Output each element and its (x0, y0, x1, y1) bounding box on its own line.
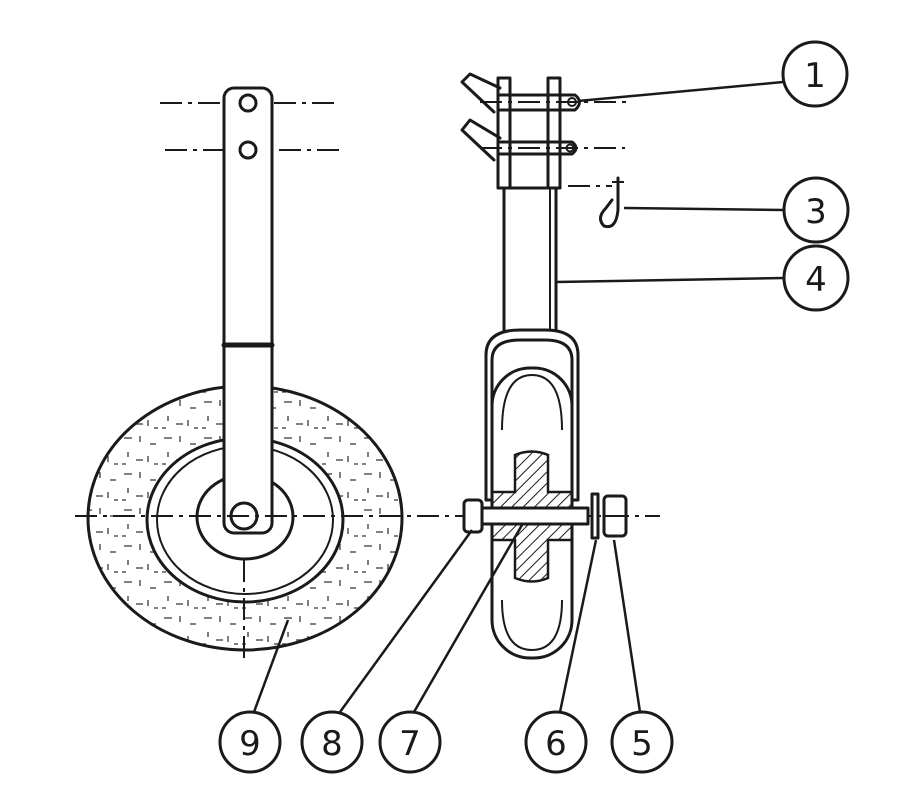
leader-8 (338, 529, 474, 713)
wheel-front-rim-bottom (501, 599, 563, 652)
wheel-arm (222, 86, 274, 535)
front-view (460, 72, 630, 660)
axle-bolt (478, 506, 590, 526)
vertical-tube-4 (502, 186, 558, 340)
mounting-tab-lower (460, 118, 502, 162)
callouts: 1 3 4 5 6 7 8 9 (218, 40, 850, 774)
leader-6 (558, 539, 598, 713)
callout-4-label: 4 (805, 260, 827, 300)
washer-6 (590, 492, 600, 540)
leader-3 (623, 206, 785, 212)
wheel-front-rim-top (501, 373, 563, 431)
leader-lines (252, 80, 785, 713)
arm-hole-lower (238, 140, 258, 160)
callout-5-label: 5 (631, 724, 653, 764)
callout-9-label: 9 (239, 724, 261, 764)
leader-1 (577, 80, 784, 103)
mounting-tab-upper (460, 72, 502, 114)
leader-5 (612, 539, 642, 713)
callout-4: 4 (782, 244, 850, 312)
leader-7 (412, 524, 524, 713)
side-view (75, 86, 660, 660)
callout-7: 7 (378, 710, 442, 774)
callout-8: 8 (300, 710, 364, 774)
callout-6-label: 6 (545, 724, 567, 764)
arm-hole-upper (238, 93, 258, 113)
callout-7-label: 7 (399, 724, 421, 764)
callout-5: 5 (610, 710, 674, 774)
callout-3: 3 (782, 176, 850, 244)
linch-pin-3 (599, 176, 620, 229)
pin-1-upper (498, 93, 581, 112)
fork (484, 328, 580, 502)
callout-1: 1 (781, 40, 849, 108)
callout-3-label: 3 (805, 192, 827, 232)
leader-4 (555, 276, 785, 284)
callout-8-label: 8 (321, 724, 343, 764)
callout-1-label: 1 (804, 56, 826, 96)
callout-9: 9 (218, 710, 282, 774)
bolt-head-8 (462, 498, 484, 534)
leader-9 (252, 619, 290, 713)
callout-6: 6 (524, 710, 588, 774)
